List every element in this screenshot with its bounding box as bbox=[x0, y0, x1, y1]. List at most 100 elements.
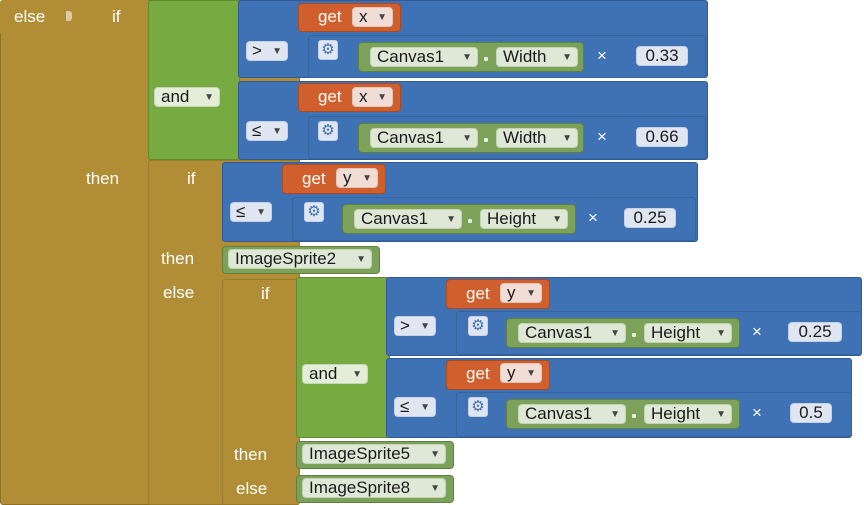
chevron-down-icon: ▼ bbox=[526, 288, 536, 299]
variable-y-dropdown[interactable]: y▼ bbox=[500, 283, 542, 303]
imagesprite2-dropdown[interactable]: ImageSprite2 ▼ bbox=[228, 249, 372, 269]
compare-operator-text: > bbox=[400, 316, 410, 335]
number-0-25[interactable]: 0.25 bbox=[624, 208, 676, 228]
compare-operator-dropdown[interactable]: >▼ bbox=[246, 41, 288, 61]
outer-else-label: else bbox=[14, 7, 46, 26]
chevron-down-icon: ▼ bbox=[526, 368, 536, 379]
component-canvas1-dropdown[interactable]: Canvas1 ▼ bbox=[518, 323, 626, 343]
property-height-dropdown[interactable]: Height ▼ bbox=[644, 323, 732, 343]
multiply-symbol: × bbox=[597, 127, 607, 146]
compare-operator-text: ≤ bbox=[236, 202, 246, 221]
property-separator-dot bbox=[468, 219, 472, 223]
chevron-down-icon: ▼ bbox=[420, 402, 430, 413]
variable-x-dropdown[interactable]: x▼ bbox=[352, 7, 393, 27]
gear-icon[interactable]: ⚙ bbox=[468, 397, 488, 417]
variable-y-text: y bbox=[507, 283, 516, 302]
and-block-y-range[interactable] bbox=[296, 277, 390, 438]
get-label: get bbox=[302, 169, 326, 188]
imagesprite8-dropdown[interactable]: ImageSprite8▼ bbox=[302, 478, 446, 498]
number-0-25[interactable]: 0.25 bbox=[788, 322, 842, 342]
outer-socket-notch bbox=[66, 11, 72, 21]
component-canvas1-dropdown[interactable]: Canvas1 ▼ bbox=[354, 209, 462, 229]
chevron-down-icon: ▼ bbox=[430, 449, 440, 460]
and-operator-dropdown[interactable]: and▼ bbox=[154, 87, 220, 107]
multiply-symbol: × bbox=[752, 403, 762, 422]
property-height-dropdown[interactable]: Height ▼ bbox=[644, 404, 732, 424]
inner2-then-label: then bbox=[234, 445, 268, 464]
chevron-down-icon: ▼ bbox=[352, 369, 362, 380]
variable-y-dropdown[interactable]: y▼ bbox=[500, 363, 542, 383]
outer-if-label: if bbox=[112, 7, 121, 26]
inner-if-block-2[interactable] bbox=[222, 279, 300, 505]
gear-icon[interactable]: ⚙ bbox=[304, 202, 324, 222]
variable-x-text: x bbox=[359, 87, 368, 106]
variable-y-text: y bbox=[343, 168, 352, 187]
compare-operator-text: > bbox=[252, 41, 262, 60]
component-canvas1-dropdown[interactable]: Canvas1▼ bbox=[518, 404, 626, 424]
outer-else-if-header bbox=[0, 0, 150, 35]
outer-then-label: then bbox=[86, 169, 120, 188]
chevron-down-icon: ▼ bbox=[552, 214, 562, 225]
chevron-down-icon: ▼ bbox=[272, 126, 282, 137]
chevron-down-icon: ▼ bbox=[562, 133, 572, 144]
property-separator-dot bbox=[632, 414, 636, 418]
chevron-down-icon: ▼ bbox=[256, 207, 266, 218]
compare-operator-dropdown[interactable]: ≤▼ bbox=[230, 202, 272, 222]
number-0-33[interactable]: 0.33 bbox=[636, 46, 688, 66]
chevron-down-icon: ▼ bbox=[420, 321, 430, 332]
component-text: Canvas1 bbox=[377, 47, 445, 66]
variable-y-dropdown[interactable]: y▼ bbox=[336, 168, 378, 188]
compare-operator-dropdown[interactable]: ≤▼ bbox=[394, 397, 436, 417]
compare-operator-dropdown[interactable]: >▼ bbox=[394, 316, 436, 336]
multiply-symbol: × bbox=[752, 322, 762, 341]
component-canvas1-dropdown[interactable]: Canvas1▼ bbox=[370, 47, 478, 67]
property-width-dropdown[interactable]: Width▼ bbox=[496, 47, 578, 67]
property-text: Height bbox=[651, 404, 701, 423]
compare-operator-dropdown[interactable]: ≤▼ bbox=[246, 121, 288, 141]
component-canvas1-dropdown[interactable]: Canvas1 ▼ bbox=[370, 128, 478, 148]
inner-else-label: else bbox=[163, 283, 195, 302]
chevron-down-icon: ▼ bbox=[377, 12, 387, 23]
and-operator-text: and bbox=[309, 364, 338, 383]
inner-if-label: if bbox=[187, 169, 196, 188]
chevron-down-icon: ▼ bbox=[377, 92, 387, 103]
property-text: Height bbox=[651, 323, 701, 342]
and-operator-dropdown[interactable]: and ▼ bbox=[302, 364, 368, 384]
get-label: get bbox=[318, 87, 342, 106]
variable-y-text: y bbox=[507, 363, 516, 382]
variable-x-dropdown[interactable]: x▼ bbox=[352, 87, 393, 107]
component-text: Canvas1 bbox=[361, 209, 429, 228]
chevron-down-icon: ▼ bbox=[716, 328, 726, 339]
gear-icon[interactable]: ⚙ bbox=[318, 40, 338, 60]
inner-then-label: then bbox=[161, 249, 195, 268]
property-separator-dot bbox=[632, 333, 636, 337]
gear-icon[interactable]: ⚙ bbox=[318, 121, 338, 141]
get-label: get bbox=[466, 364, 490, 383]
chevron-down-icon: ▼ bbox=[446, 214, 456, 225]
imagesprite5-text: ImageSprite5 bbox=[309, 444, 411, 463]
component-text: Canvas1 bbox=[525, 323, 593, 342]
component-text: Canvas1 bbox=[377, 128, 445, 147]
multiply-symbol: × bbox=[588, 208, 598, 227]
gear-icon[interactable]: ⚙ bbox=[468, 316, 488, 336]
imagesprite2-text: ImageSprite2 bbox=[235, 249, 337, 268]
property-width-dropdown[interactable]: Width▼ bbox=[496, 128, 578, 148]
property-separator-dot bbox=[484, 57, 488, 61]
component-text: Canvas1 bbox=[525, 404, 593, 423]
property-text: Height bbox=[487, 209, 537, 228]
number-0-66[interactable]: 0.66 bbox=[636, 127, 688, 147]
chevron-down-icon: ▼ bbox=[362, 173, 372, 184]
number-0-5[interactable]: 0.5 bbox=[790, 403, 832, 423]
compare-operator-text: ≤ bbox=[252, 121, 262, 140]
chevron-down-icon: ▼ bbox=[462, 133, 472, 144]
chevron-down-icon: ▼ bbox=[610, 328, 620, 339]
and-block-x-range[interactable] bbox=[148, 0, 240, 160]
imagesprite5-dropdown[interactable]: ImageSprite5 ▼ bbox=[302, 444, 446, 464]
property-height-dropdown[interactable]: Height ▼ bbox=[480, 209, 568, 229]
chevron-down-icon: ▼ bbox=[356, 254, 366, 265]
compare-operator-text: ≤ bbox=[400, 397, 410, 416]
imagesprite8-text: ImageSprite8 bbox=[309, 478, 411, 497]
get-label: get bbox=[466, 284, 490, 303]
property-separator-dot bbox=[484, 138, 488, 142]
chevron-down-icon: ▼ bbox=[716, 409, 726, 420]
